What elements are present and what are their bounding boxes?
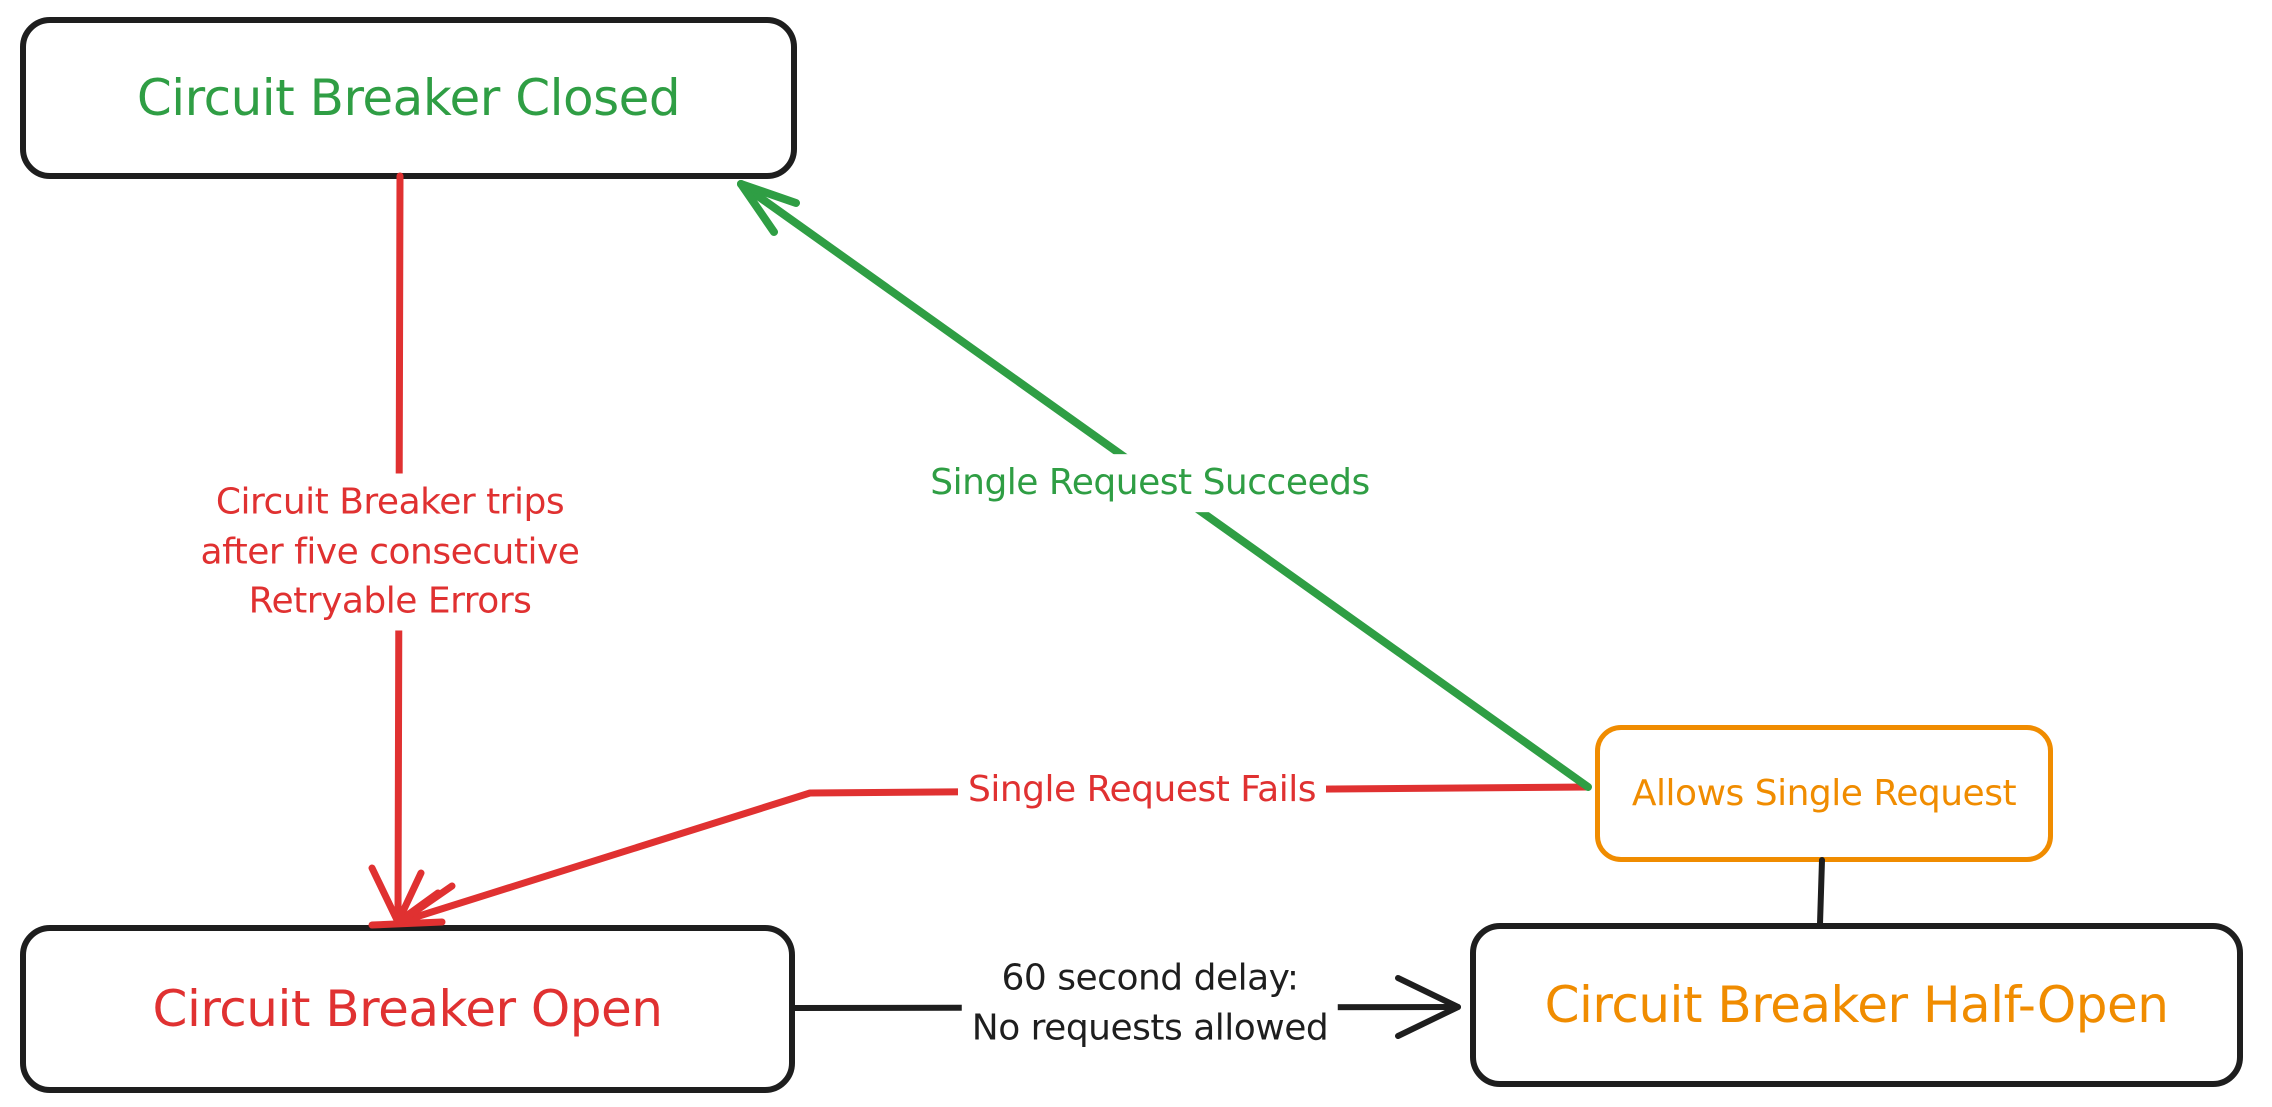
node-circuit-breaker-closed-label: Circuit Breaker Closed	[136, 69, 681, 127]
edge-label-60-second-delay: 60 second delay: No requests allowed	[961, 949, 1339, 1057]
node-allows-single-request-label: Allows Single Request	[1631, 773, 2017, 814]
edge-label-single-request-fails: Single Request Fails	[957, 761, 1327, 819]
node-circuit-breaker-open-label: Circuit Breaker Open	[152, 980, 663, 1038]
edge-label-single-request-succeeds: Single Request Succeeds	[920, 454, 1380, 512]
node-circuit-breaker-half-open-label: Circuit Breaker Half-Open	[1544, 976, 2169, 1034]
node-circuit-breaker-open: Circuit Breaker Open	[20, 925, 795, 1093]
edge-label-trips: Circuit Breaker trips after five consecu…	[190, 473, 590, 631]
connector-half-open-to-allows	[1817, 857, 1825, 927]
node-circuit-breaker-closed: Circuit Breaker Closed	[20, 17, 797, 179]
node-circuit-breaker-half-open: Circuit Breaker Half-Open	[1470, 923, 2243, 1087]
node-allows-single-request: Allows Single Request	[1595, 725, 2053, 862]
